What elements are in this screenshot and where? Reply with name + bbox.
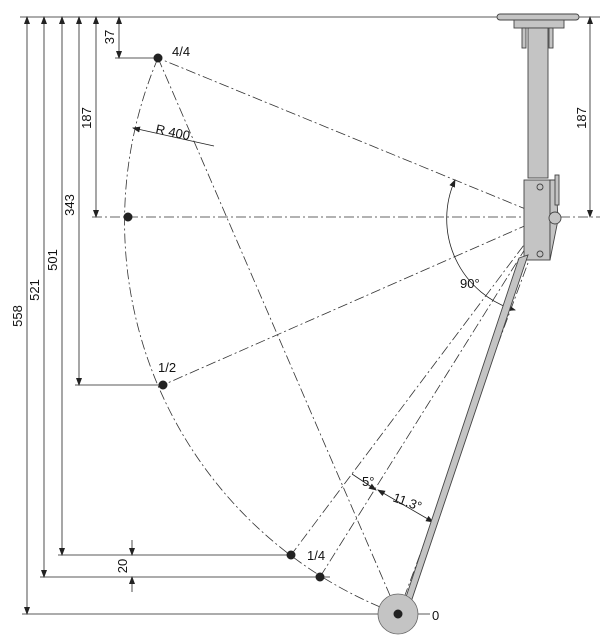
svg-text:20: 20 bbox=[115, 559, 130, 573]
label-1-2: 1/2 bbox=[158, 360, 176, 375]
svg-text:521: 521 bbox=[27, 279, 42, 301]
radial-centerlines bbox=[157, 57, 546, 615]
svg-text:187: 187 bbox=[79, 107, 94, 129]
radius-label: R 400 bbox=[154, 121, 191, 143]
svg-text:187: 187 bbox=[574, 107, 589, 129]
dim-343: 343 bbox=[62, 16, 82, 386]
dim-187-left: 187 bbox=[79, 16, 99, 218]
svg-text:501: 501 bbox=[45, 249, 60, 271]
dim-521: 521 bbox=[27, 16, 47, 578]
position-markers bbox=[123, 53, 403, 619]
radius-leader bbox=[132, 126, 215, 147]
dim-37: 37 bbox=[102, 16, 122, 59]
label-0: 0 bbox=[432, 608, 439, 623]
dim-558: 558 bbox=[10, 16, 30, 615]
dim-501: 501 bbox=[45, 16, 65, 556]
svg-text:343: 343 bbox=[62, 194, 77, 216]
angle-90-arc bbox=[446, 179, 516, 311]
label-4-4: 4/4 bbox=[172, 44, 190, 59]
label-1-4: 1/4 bbox=[307, 548, 325, 563]
angle-5-label: 5° bbox=[362, 474, 374, 489]
swing-arm bbox=[402, 254, 529, 609]
dim-187-right: 187 bbox=[574, 16, 593, 218]
svg-text:37: 37 bbox=[102, 30, 117, 44]
angle-11-3-label: 11.3° bbox=[391, 490, 424, 514]
svg-text:558: 558 bbox=[10, 305, 25, 327]
angle-5-dim bbox=[351, 473, 377, 491]
dim-20: 20 bbox=[115, 540, 135, 592]
angle-90-label: 90° bbox=[460, 276, 480, 291]
angle-11-3-dim bbox=[377, 489, 434, 523]
ceiling-mount bbox=[496, 13, 580, 261]
swing-arc bbox=[124, 57, 399, 615]
